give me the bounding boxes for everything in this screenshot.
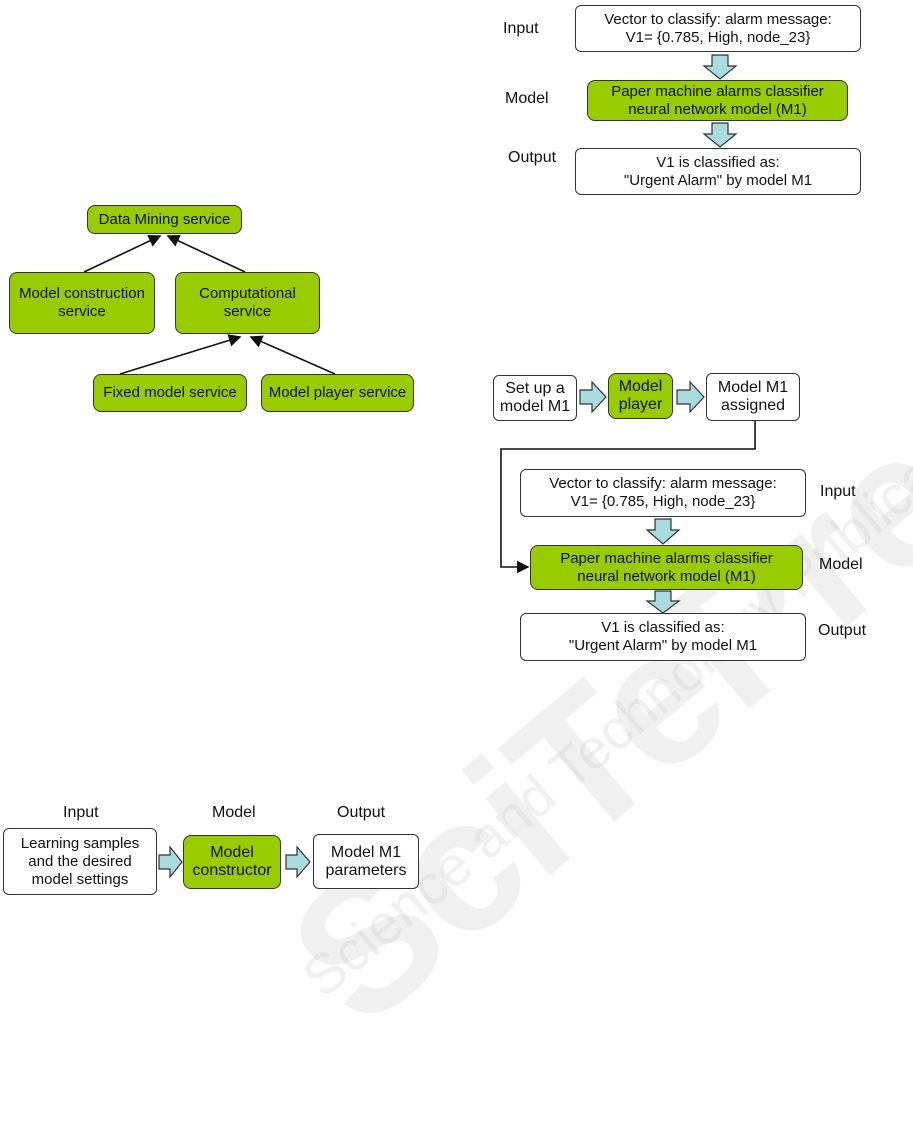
model-constructor-box: Model constructor — [183, 835, 281, 889]
learning-samples-box: Learning samples and the desired model s… — [3, 828, 157, 895]
classification-output-box: V1 is classified as: "Urgent Alarm" by m… — [520, 613, 806, 661]
output-label: Output — [337, 804, 386, 821]
data-mining-service: Data Mining service — [87, 205, 242, 234]
computational-service: Computational service — [175, 272, 320, 334]
classifier-model-box: Paper machine alarms classifier neural n… — [587, 80, 848, 121]
input-vector-box: Vector to classify: alarm message: V1= {… — [575, 5, 861, 52]
edge-player-computational — [249, 335, 336, 375]
arrow-down-icon — [702, 122, 738, 148]
arrow-right-icon — [285, 845, 311, 879]
input-label: Input — [820, 483, 856, 500]
arrow-down-icon — [702, 54, 738, 80]
input-vector-box: Vector to classify: alarm message: V1= {… — [520, 469, 806, 517]
model-construction-service: Model construction service — [9, 272, 155, 334]
edge-construction-root — [83, 235, 162, 273]
model-label: Model — [819, 556, 863, 573]
input-label: Input — [503, 20, 539, 37]
model-label: Model — [212, 804, 256, 821]
model-parameters-box: Model M1 parameters — [313, 834, 419, 889]
edge-fixed-computational — [119, 334, 242, 375]
input-label: Input — [63, 804, 99, 821]
model-label: Model — [505, 90, 549, 107]
model-assigned-box: Model M1 assigned — [706, 373, 800, 421]
edge-computational-root — [166, 234, 246, 273]
output-label: Output — [818, 622, 867, 639]
classifier-model-box: Paper machine alarms classifier neural n… — [530, 545, 803, 590]
arrow-down-icon — [645, 590, 681, 614]
edge-assigned-model — [500, 420, 756, 574]
model-player-service: Model player service — [261, 374, 414, 412]
model-player-box: Model player — [608, 373, 673, 419]
output-label: Output — [508, 149, 557, 166]
arrow-right-icon — [676, 380, 705, 414]
setup-model-box: Set up a model M1 — [493, 375, 577, 421]
arrow-right-icon — [158, 845, 183, 879]
classification-output-box: V1 is classified as: "Urgent Alarm" by m… — [575, 148, 861, 195]
arrow-right-icon — [579, 380, 607, 414]
fixed-model-service: Fixed model service — [93, 374, 247, 412]
arrow-down-icon — [645, 518, 681, 545]
